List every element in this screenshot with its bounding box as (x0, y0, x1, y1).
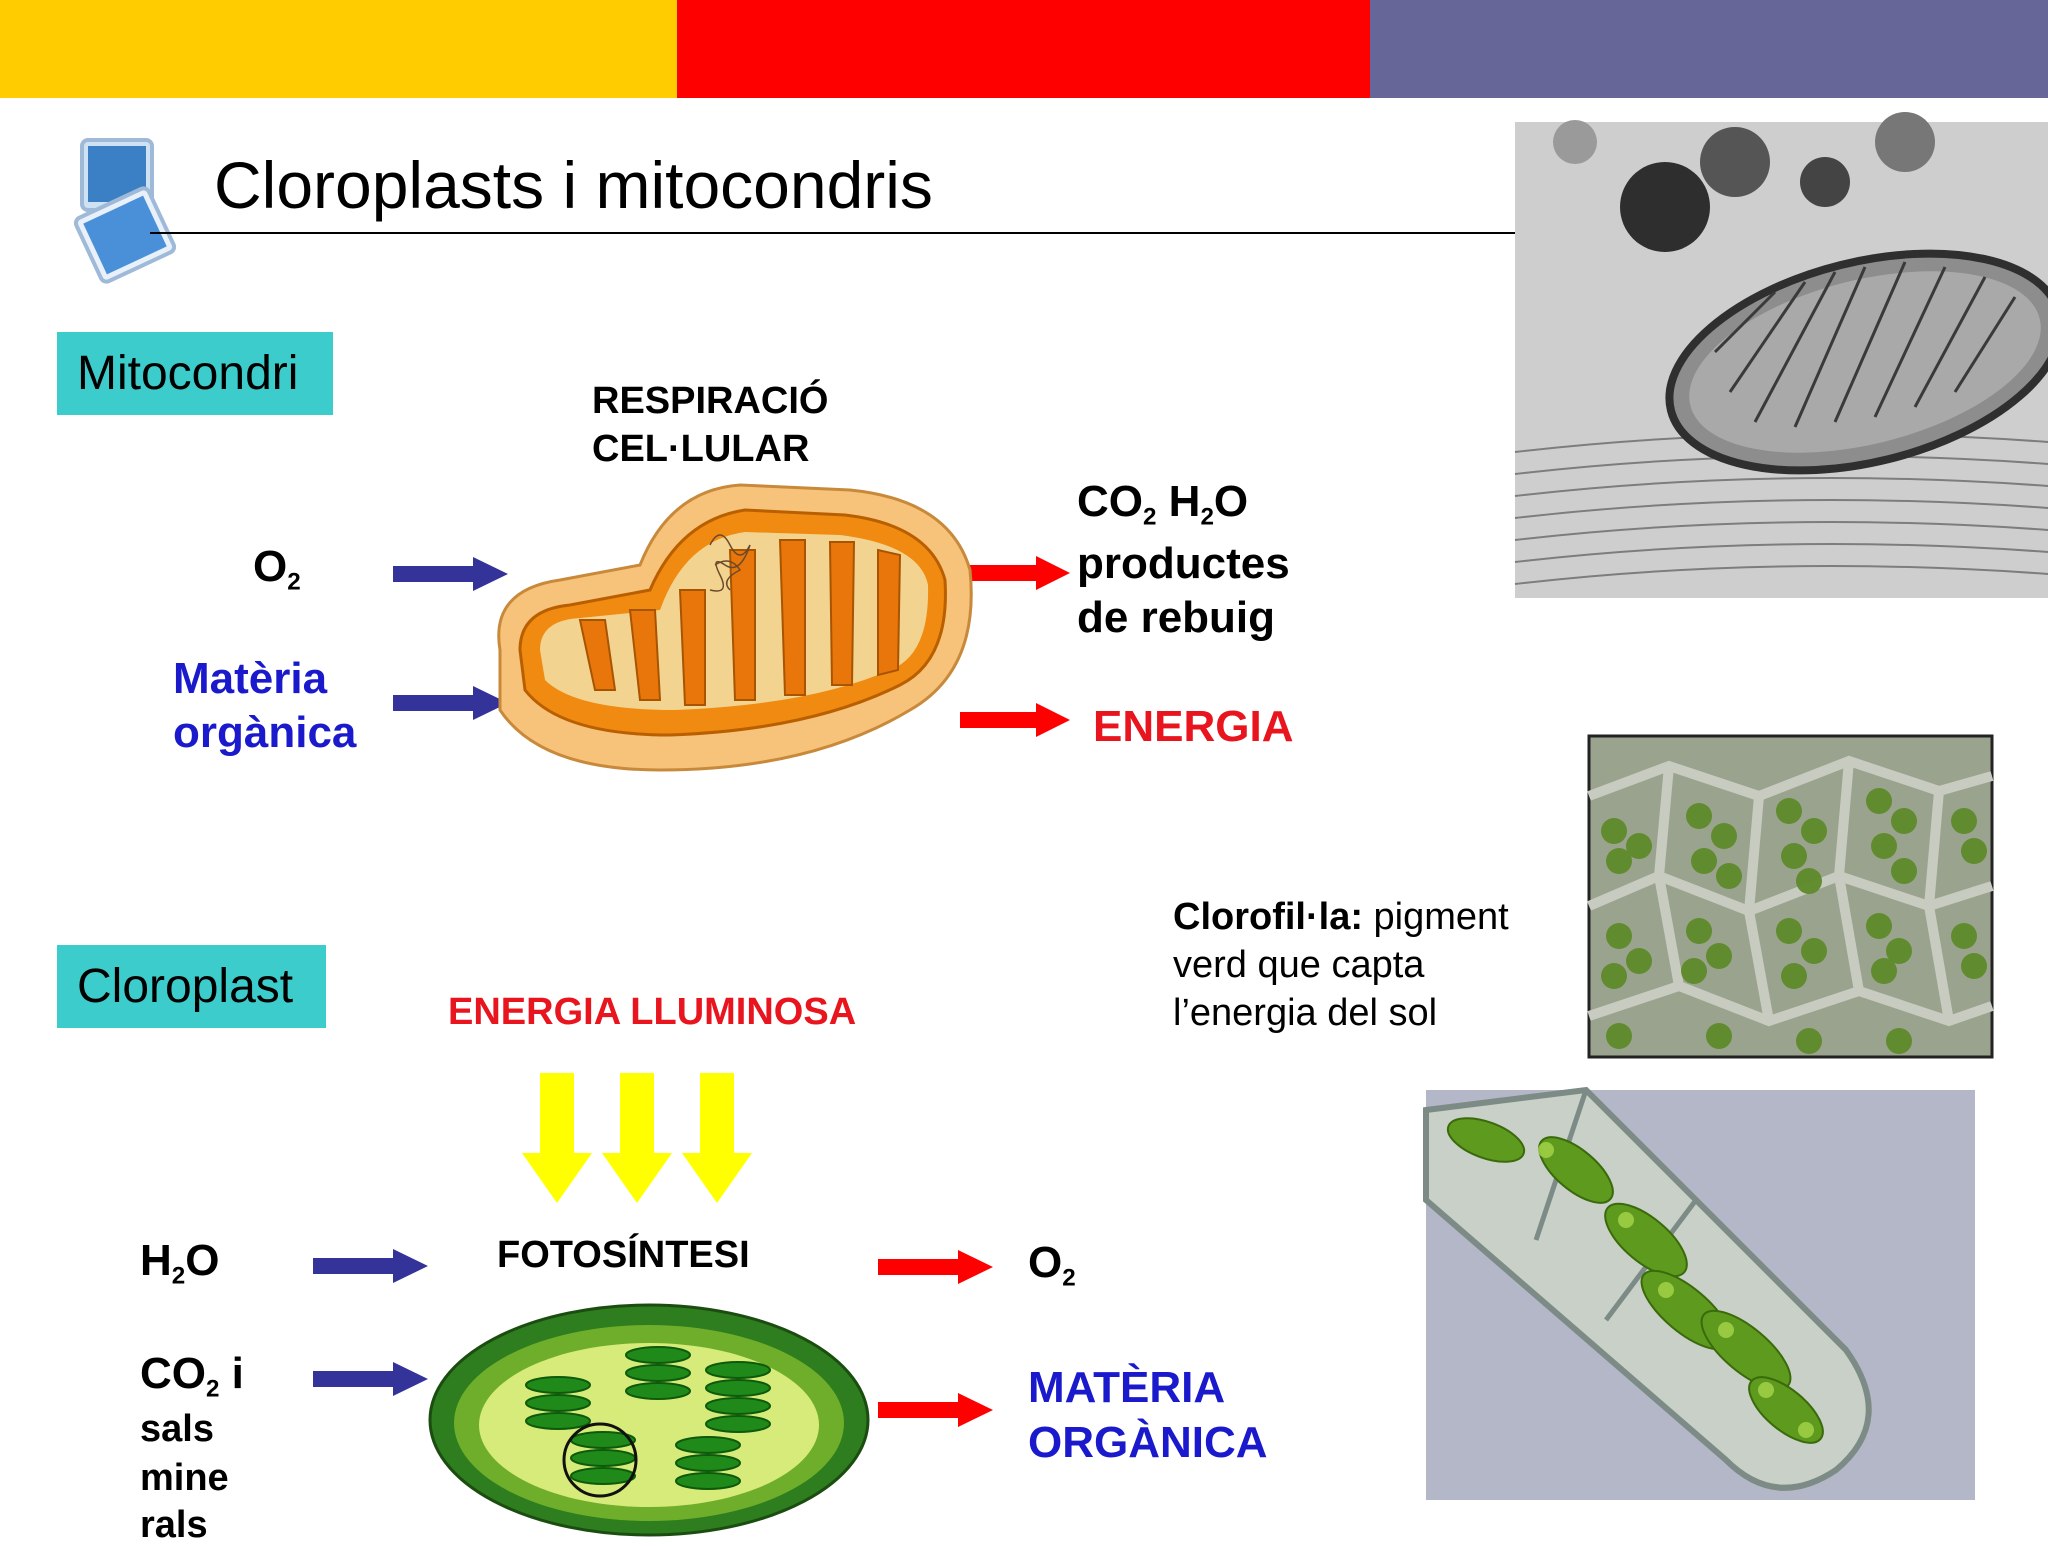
mitochondrion-diagram (497, 483, 973, 772)
plant-cells-micrograph (1587, 734, 1994, 1059)
page-title: Cloroplasts i mitocondris (214, 148, 933, 222)
chloro-input-salts-line3: rals (140, 1504, 208, 1546)
mito-input-organic-line2: orgànica (173, 708, 357, 757)
mito-output-waste-line1: productes (1077, 539, 1290, 588)
photosynthesis-label: FOTOSÍNTESI (497, 1234, 750, 1276)
mitocondri-label: Mitocondri (57, 332, 333, 415)
chloro-input-salts-line2: mine (140, 1457, 229, 1499)
mito-arrow-o2 (393, 557, 508, 591)
chloro-arrow-o2 (878, 1250, 993, 1284)
top-bar-purple (1370, 0, 2048, 98)
respiration-line1: RESPIRACIÓ (592, 380, 829, 422)
mito-output-energy: ENERGIA (1093, 702, 1294, 751)
slide-logo-icon (73, 138, 177, 284)
chlorophyll-line2: verd que capta (1173, 944, 1425, 986)
mito-input-organic-line1: Matèria (173, 654, 328, 703)
chloro-output-organic-line1: MATÈRIA (1028, 1363, 1226, 1412)
mito-arrow-waste (960, 556, 1070, 590)
chloro-input-co2: CO2 i (140, 1349, 244, 1403)
chlorophyll-line1: Clorofil·la: pigment (1173, 896, 1509, 938)
light-arrow-2 (602, 1073, 672, 1203)
chloro-input-h2o: H2O (140, 1236, 220, 1290)
chloro-input-salts-line1: sals (140, 1408, 214, 1450)
top-bar-yellow (0, 0, 677, 98)
chloro-arrow-co2 (313, 1362, 428, 1396)
mito-arrow-organic (393, 686, 508, 720)
light-arrow-3 (682, 1073, 752, 1203)
light-arrow-1 (522, 1073, 592, 1203)
light-energy-label: ENERGIA LLUMINOSA (448, 991, 857, 1033)
mito-output-co2-h2o: CO2 H2O (1077, 477, 1249, 531)
chloro-output-organic-line2: ORGÀNICA (1028, 1418, 1268, 1467)
chloro-arrow-organic (878, 1393, 993, 1427)
cloroplast-label: Cloroplast (57, 945, 326, 1028)
chloro-output-o2: O2 (1028, 1238, 1076, 1292)
chlorophyll-line3: l’energia del sol (1173, 992, 1438, 1034)
chloro-arrow-h2o (313, 1249, 428, 1283)
respiration-line2: CEL·LULAR (592, 428, 810, 470)
algae-micrograph (1423, 1086, 1975, 1500)
title-underline (150, 232, 1515, 234)
mito-output-waste-line2: de rebuig (1077, 593, 1276, 642)
chloroplast-diagram (428, 1303, 870, 1537)
mito-input-o2: O2 (253, 542, 301, 596)
top-bar-red (677, 0, 1370, 98)
mito-arrow-energy (960, 703, 1070, 737)
mitochondrion-micrograph (1514, 112, 2048, 598)
